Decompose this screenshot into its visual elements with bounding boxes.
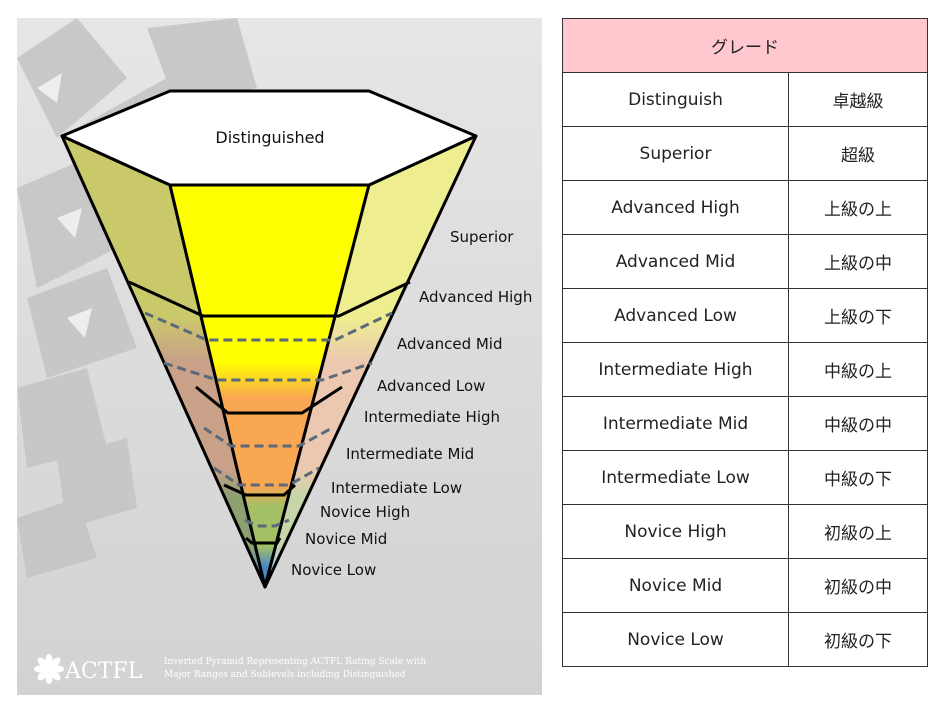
grade-en: Advanced High <box>562 180 789 235</box>
grade-en: Advanced Low <box>562 288 789 343</box>
actfl-logo-text: ACTFL <box>64 659 143 684</box>
sublevel-lines <box>144 311 393 528</box>
level-label-superior: Superior <box>450 228 514 246</box>
grade-ja: 初級の上 <box>788 504 928 559</box>
level-label-distinguished: Distinguished <box>215 128 324 147</box>
grade-en: Intermediate Mid <box>562 396 789 451</box>
level-label-novice-mid: Novice Mid <box>305 530 387 548</box>
grade-ja: 卓越級 <box>788 72 928 127</box>
level-label-advanced-mid: Advanced Mid <box>397 335 503 353</box>
grade-ja: 上級の中 <box>788 234 928 289</box>
grade-ja: 上級の上 <box>788 180 928 235</box>
grade-en: Intermediate Low <box>562 450 789 505</box>
grade-ja: 中級の中 <box>788 396 928 451</box>
level-label-intermediate-low: Intermediate Low <box>331 479 462 497</box>
grade-en: Intermediate High <box>562 342 789 397</box>
caption-line-2: Major Ranges and Sublevels including Dis… <box>164 670 406 680</box>
grade-en: Superior <box>562 126 789 181</box>
level-label-novice-high: Novice High <box>320 503 410 521</box>
grade-en: Distinguish <box>562 72 789 127</box>
grade-ja: 上級の下 <box>788 288 928 343</box>
caption-line-1: Inverted Pyramid Representing ACTFL Rati… <box>164 657 426 667</box>
level-label-intermediate-mid: Intermediate Mid <box>346 445 474 463</box>
grade-ja: 中級の下 <box>788 450 928 505</box>
actfl-pyramid-panel: Distinguished Superior Advanced High Adv… <box>17 18 542 695</box>
grade-ja: 超級 <box>788 126 928 181</box>
level-label-advanced-high: Advanced High <box>419 288 532 306</box>
pyramid-diagram: Distinguished Superior Advanced High Adv… <box>17 18 542 695</box>
grade-en: Novice Mid <box>562 558 789 613</box>
grade-en: Advanced Mid <box>562 234 789 289</box>
grade-en: Novice High <box>562 504 789 559</box>
level-label-novice-low: Novice Low <box>291 561 376 579</box>
actfl-logo: ACTFL <box>34 654 143 684</box>
grade-en: Novice Low <box>562 612 789 667</box>
grade-ja: 中級の上 <box>788 342 928 397</box>
grade-table-header: グレード <box>562 18 928 73</box>
level-label-advanced-low: Advanced Low <box>377 377 485 395</box>
level-label-intermediate-high: Intermediate High <box>364 408 500 426</box>
grade-ja: 初級の下 <box>788 612 928 667</box>
grade-table-header-row: グレード <box>562 18 928 73</box>
pyramid-top-face <box>60 89 478 187</box>
major-range-lines <box>128 280 411 545</box>
actfl-flower-icon <box>34 654 64 684</box>
grade-ja: 初級の中 <box>788 558 928 613</box>
